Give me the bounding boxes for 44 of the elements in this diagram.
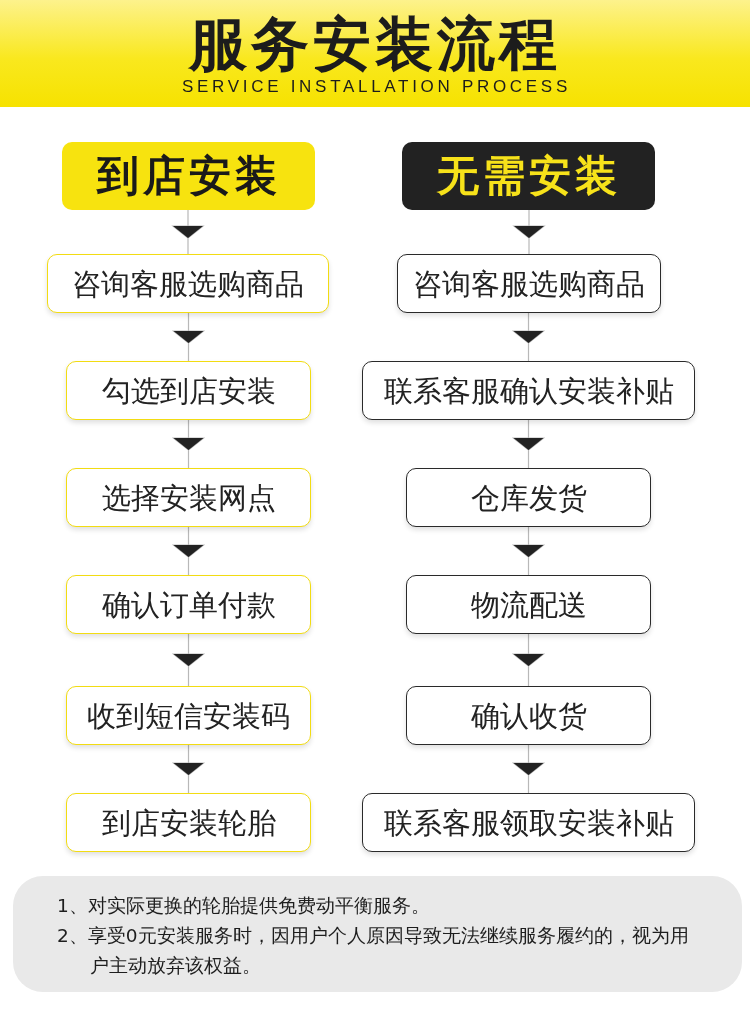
arrow bbox=[172, 526, 206, 576]
arrow bbox=[512, 312, 546, 362]
step-text: 联系客服领取安装补贴 bbox=[383, 804, 674, 841]
process-box bbox=[66, 575, 311, 634]
process-box bbox=[66, 686, 311, 745]
arrow bbox=[172, 419, 206, 469]
arrow bbox=[512, 526, 546, 576]
arrow bbox=[172, 744, 206, 794]
step-text: 仓库发货 bbox=[470, 479, 587, 516]
arrow bbox=[172, 209, 205, 255]
arrow bbox=[512, 419, 546, 469]
subtitle: SERVICE INSTALLATION PROCESS bbox=[182, 77, 571, 97]
process-box bbox=[362, 361, 695, 420]
arrow bbox=[172, 633, 206, 687]
arrow bbox=[512, 633, 546, 687]
step-text: 咨询客服选购商品 bbox=[72, 265, 304, 302]
arrow bbox=[172, 312, 206, 362]
category-title: 无需安装 bbox=[436, 151, 621, 201]
process-box bbox=[362, 793, 695, 852]
note-text: 2、享受0元安装服务时，因用户个人原因导致无法继续服务履约的，视为用户主动放弃该权益。 bbox=[57, 924, 690, 978]
process-box bbox=[66, 361, 311, 420]
step-text: 确认订单付款 bbox=[101, 586, 276, 623]
step-text: 到店安装轮胎 bbox=[101, 804, 276, 841]
arrow bbox=[513, 209, 546, 255]
step-text: 确认收货 bbox=[470, 697, 587, 734]
process-box bbox=[66, 793, 311, 852]
step-text: 选择安装网点 bbox=[101, 479, 276, 516]
process-box bbox=[47, 254, 329, 313]
category-title: 到店安装 bbox=[96, 151, 281, 201]
process-box bbox=[406, 575, 651, 634]
category-header bbox=[402, 142, 655, 210]
note-text: 1、对实际更换的轮胎提供免费动平衡服务。 bbox=[57, 894, 431, 918]
step-text: 物流配送 bbox=[470, 586, 587, 623]
category-header bbox=[62, 142, 315, 210]
arrow bbox=[512, 744, 546, 794]
process-box bbox=[406, 468, 651, 527]
step-text: 收到短信安装码 bbox=[87, 697, 290, 734]
step-text: 咨询客服选购商品 bbox=[413, 265, 645, 302]
process-box bbox=[66, 468, 311, 527]
title: 服务安装流程 bbox=[189, 11, 561, 77]
step-text: 勾选到店安装 bbox=[101, 372, 276, 409]
step-text: 联系客服确认安装补贴 bbox=[383, 372, 674, 409]
process-box bbox=[406, 686, 651, 745]
process-box bbox=[397, 254, 661, 313]
